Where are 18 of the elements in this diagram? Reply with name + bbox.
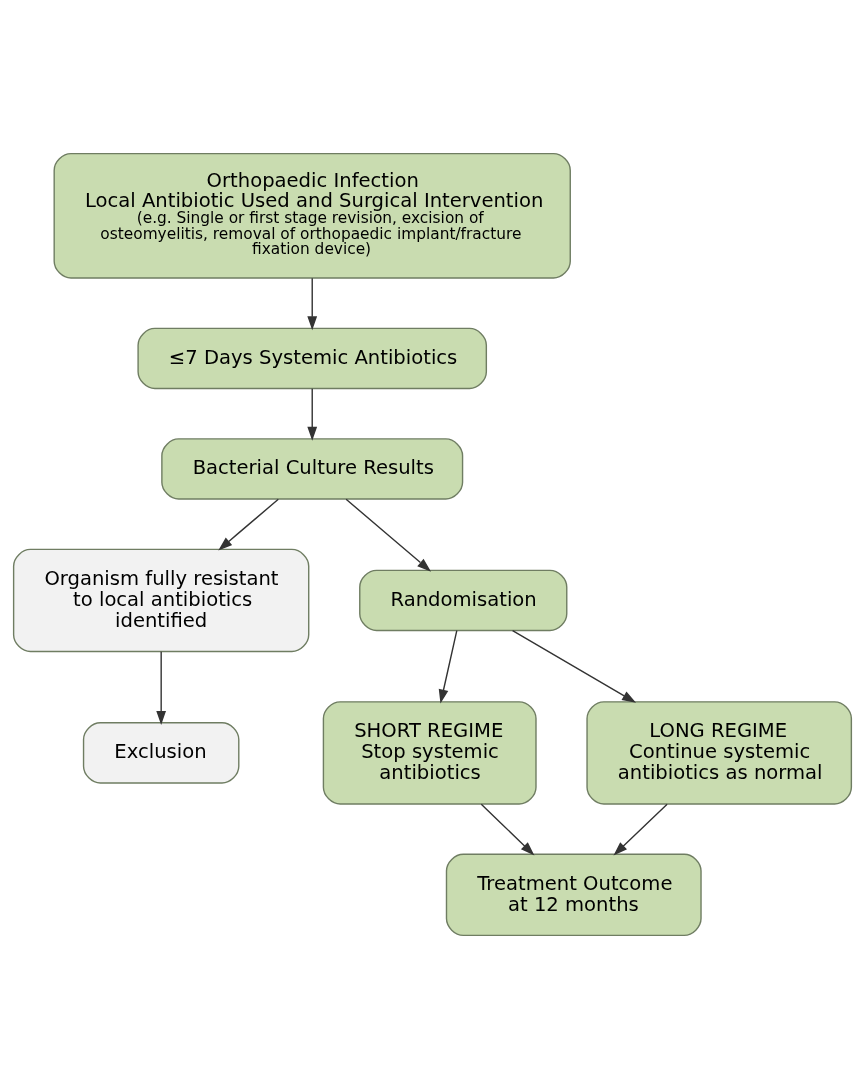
node-box: Treatment Outcome at 12 months <box>445 853 702 936</box>
node-box: Bacterial Culture Results <box>161 437 464 500</box>
node-box: LONG REGIME Continue systemic antibiotics as normal <box>586 700 853 805</box>
arrow <box>307 387 318 441</box>
node-box: ≤7 Days Systemic Antibiotics <box>137 327 488 389</box>
arrow <box>345 498 432 572</box>
arrow <box>218 498 279 550</box>
arrow <box>307 276 318 330</box>
arrow <box>511 629 637 703</box>
node-box: Orthopaedic Infection Local Antibiotic Used and Surgical Intervention (e.g. Single or first stage revision, excision of osteomyelitis, removal of orthopaedic implant/fracture fixation device) <box>53 152 571 279</box>
node-box: SHORT REGIME Stop systemic antibiotics <box>322 700 537 805</box>
arrow <box>613 802 668 855</box>
arrow <box>156 650 167 725</box>
node-box: Randomisation <box>359 569 568 631</box>
arrow <box>438 629 458 704</box>
node-box: Exclusion <box>82 721 240 784</box>
arrow <box>480 802 535 855</box>
node-box: Organism fully resistant to local antibiotics identified <box>12 548 310 652</box>
